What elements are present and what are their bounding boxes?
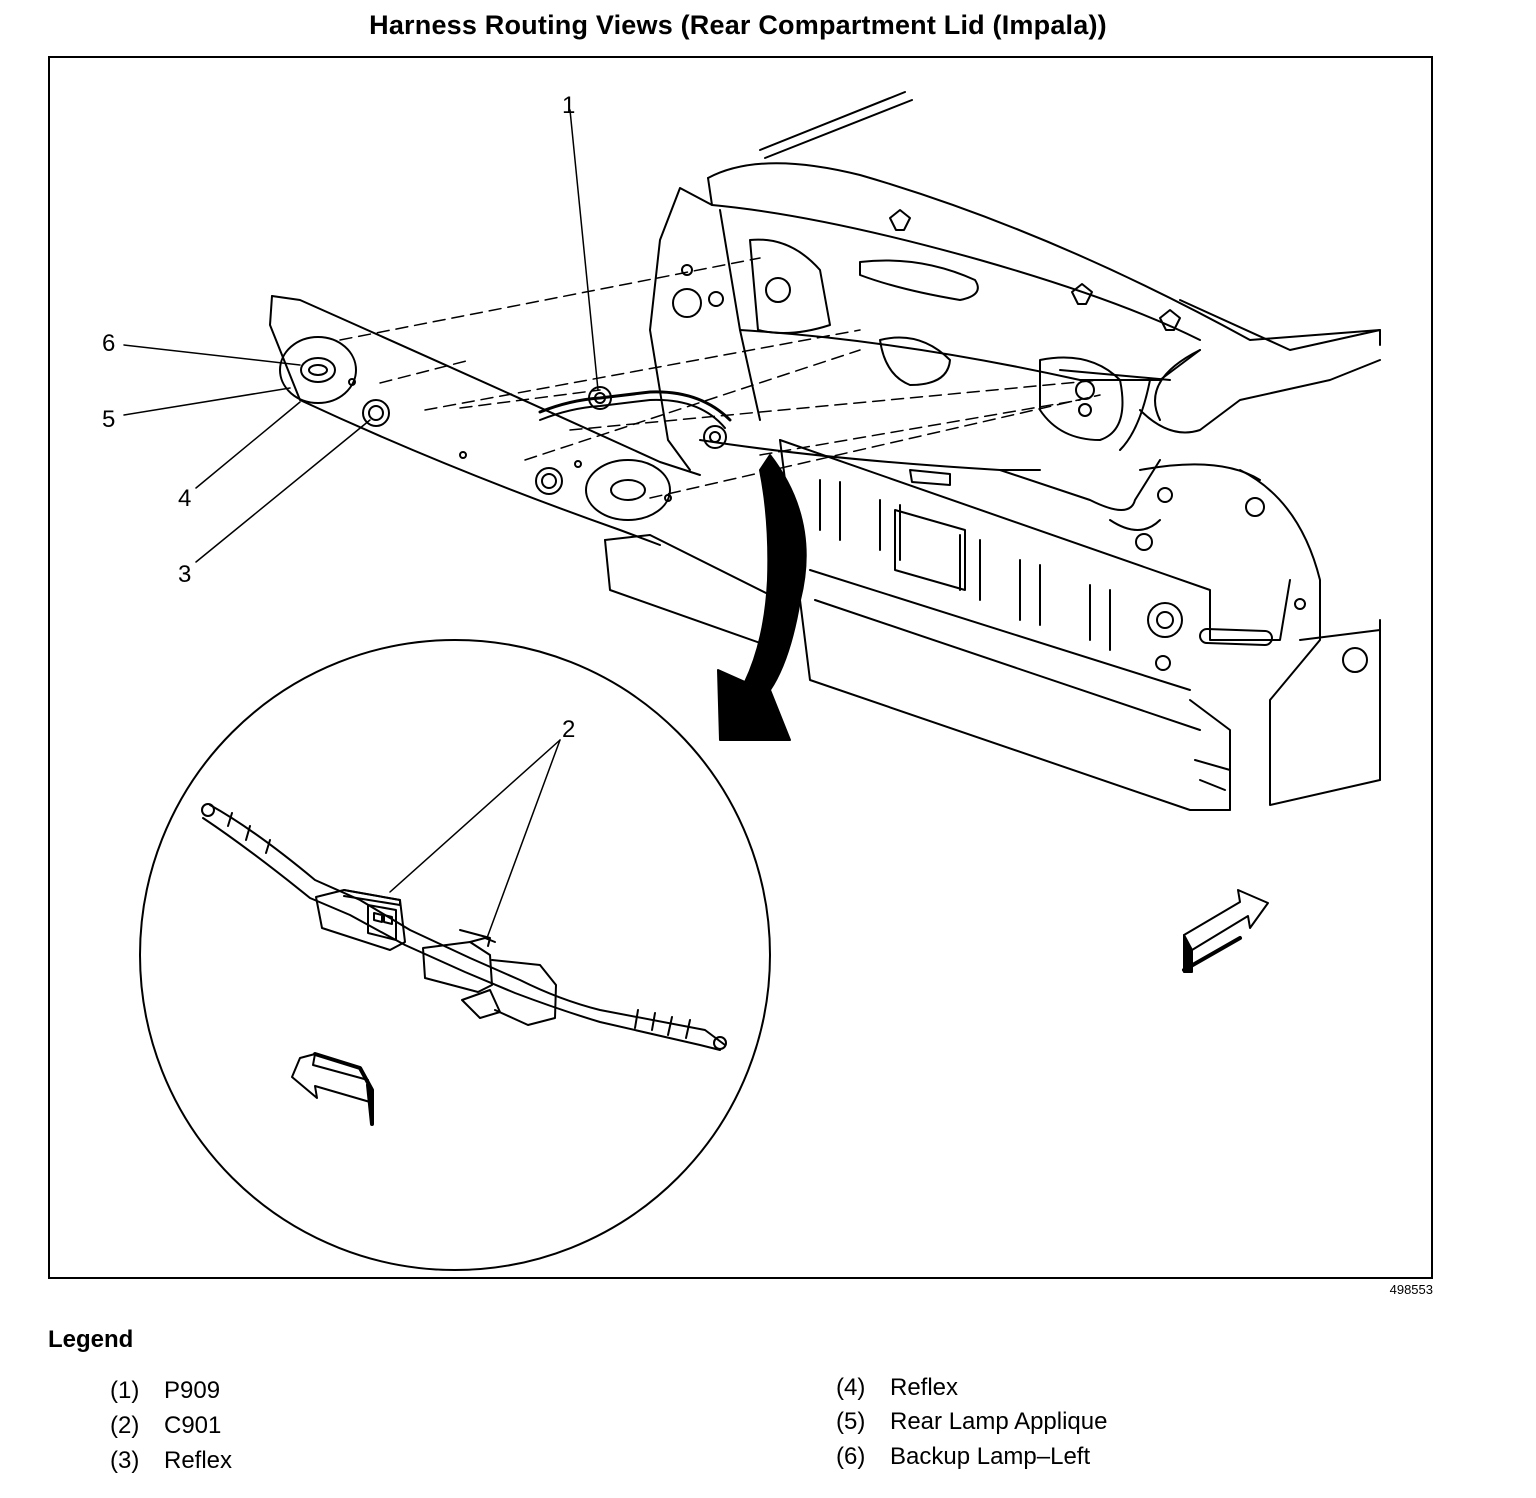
callout-4: 4: [178, 485, 192, 512]
callout-3: 3: [178, 561, 192, 588]
legend-item-label: Reflex: [164, 1447, 233, 1474]
alignment-lines: [339, 257, 1101, 499]
legend-item: (1) P909: [110, 1377, 220, 1405]
callout-6: 6: [102, 330, 116, 357]
legend-item-number: (4): [836, 1374, 866, 1401]
compartment-lid-panel: [649, 91, 1381, 471]
orientation-arrow-right: [1182, 889, 1269, 973]
legend-item-label: P909: [164, 1377, 221, 1404]
legend-item-label: C901: [164, 1412, 222, 1439]
legend-item-number: (5): [836, 1408, 866, 1435]
legend-item-number: (3): [110, 1447, 140, 1474]
legend-item: (3) Reflex: [110, 1447, 232, 1475]
legend-item: (6) Backup Lamp–Left: [836, 1443, 1090, 1471]
legend-heading: Legend: [48, 1326, 134, 1353]
callout-5: 5: [102, 406, 116, 433]
illustration-frame: [48, 56, 1433, 1279]
detail-view-arrow: [717, 454, 807, 741]
lamp-applique-panel: [269, 295, 701, 546]
diagram-title: Harness Routing Views (Rear Compartment …: [369, 10, 1107, 40]
legend-item: (4) Reflex: [836, 1374, 958, 1402]
fastener-clips: [889, 209, 1181, 331]
wiring-harness: [538, 386, 1161, 531]
legend-item-number: (2): [110, 1412, 140, 1439]
callout-leaders: [123, 109, 599, 939]
connector-detail-view: [139, 639, 771, 1271]
legend-item-label: Rear Lamp Applique: [890, 1408, 1108, 1435]
callout-2: 2: [562, 716, 576, 743]
figure-id: 498553: [1389, 1282, 1433, 1297]
legend-item-label: Reflex: [890, 1374, 959, 1401]
legend-item-number: (1): [110, 1377, 140, 1404]
legend-item-label: Backup Lamp–Left: [890, 1443, 1091, 1470]
legend-item: (2) C901: [110, 1412, 221, 1440]
callout-1: 1: [562, 92, 576, 119]
orientation-arrow-left: [291, 1052, 374, 1126]
legend-item: (5) Rear Lamp Applique: [836, 1408, 1107, 1436]
legend-item-number: (6): [836, 1443, 866, 1470]
rear-body-panel: [604, 439, 1381, 811]
